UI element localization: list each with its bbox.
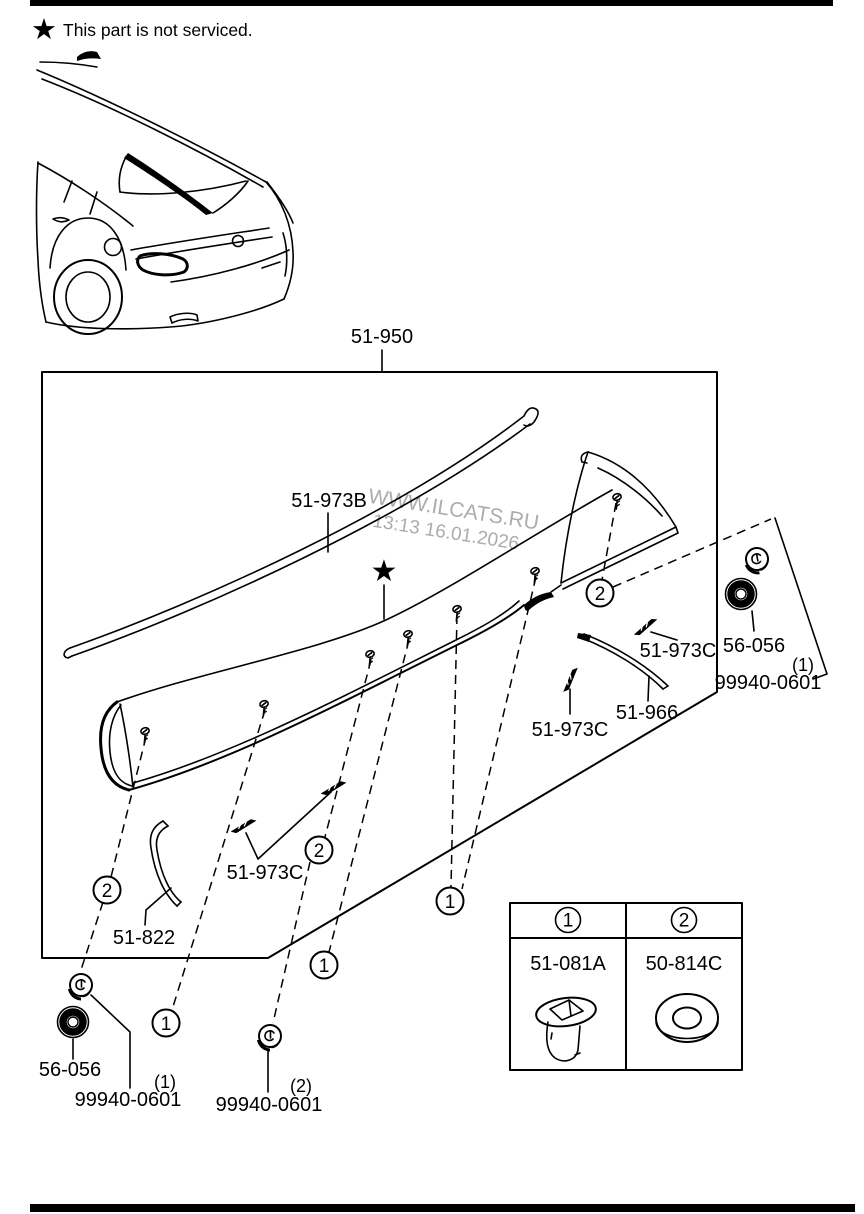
watermark: WWW.ILCATS.RU 13:13 16.01.2026 [367,485,541,555]
part-molding-51-966 [577,633,669,690]
callout-1: 1 [445,892,456,913]
notice-star-icon: ★ [31,12,57,46]
diagram-frame [41,371,718,959]
part-molding-51-822 [149,820,182,907]
part-label-56-056-right[interactable]: 56-056 [723,635,785,657]
part-label-51-081A[interactable]: 51-081A [530,953,606,975]
callout-2: 2 [102,881,113,902]
callout-1: 1 [161,1014,172,1035]
grommet-icon [58,1007,89,1038]
part-label-99940-0601-mid[interactable]: 99940-0601 [216,1094,323,1116]
fastener-assembly-right [726,517,828,680]
legend-callout-2: 2 [679,911,690,932]
part-label-51-973B[interactable]: 51-973B [291,490,367,512]
screw-icon [611,492,625,510]
fastener-assembly-mid [256,1024,282,1093]
part-label-51-973C-left[interactable]: 51-973C [227,862,304,884]
part-label-51-973C-right[interactable]: 51-973C [640,640,717,662]
part-label-99940-0601-left[interactable]: 99940-0601 [75,1089,182,1111]
leader-51-822 [144,887,172,926]
part-end-cap [560,451,679,590]
part-label-51-973C-mid[interactable]: 51-973C [532,719,609,741]
notice-text: This part is not serviced. [63,20,253,40]
screw-icon [139,726,153,744]
fastener-assembly-left [58,973,131,1089]
leader-51-966 [647,675,650,702]
callout-circles: 2 2 2 1 1 1 [92,578,615,1038]
legend-table: 1 2 51-081A 50-814C [509,902,743,1071]
screw-icon [451,604,465,622]
legend-clip-icon [535,996,597,1062]
leader-clip-left [245,791,332,860]
car-illustration [35,51,294,335]
part-label-51-822[interactable]: 51-822 [113,927,175,949]
part-label-50-814C[interactable]: 50-814C [646,953,723,975]
grommet-icon [726,579,757,610]
pushpin-icon [256,1024,282,1053]
callout-2: 2 [314,841,325,862]
bottom-rule [30,1204,855,1212]
part-label-99940-0601-right[interactable]: 99940-0601 [715,672,822,694]
qty-right: (1) [792,655,814,675]
qty-mid: (2) [290,1076,312,1096]
clip-icon [229,818,258,834]
legend-grommet-icon [655,993,719,1043]
screw-icon [529,566,543,584]
screw-icon [402,629,416,647]
qty-left: (1) [154,1072,176,1092]
clip-icon [319,780,348,796]
screw-icon [258,699,272,717]
callout-2: 2 [595,584,606,605]
callout-1: 1 [319,956,330,977]
leader-clip-right [650,631,678,641]
top-rule [30,0,833,6]
screw-icon [364,649,378,667]
legend-callout-1: 1 [563,911,574,932]
not-serviced-star-icon: ★ [371,554,398,589]
part-label-56-056-left[interactable]: 56-056 [39,1059,101,1081]
part-spoiler-body [99,489,613,792]
pushpin-icon [67,973,93,1002]
part-label-51-950[interactable]: 51-950 [351,326,413,348]
pushpin-icon [741,545,772,578]
fastener-dash-leaders [79,502,772,1024]
part-strip-51-973B [63,407,539,659]
part-label-51-966[interactable]: 51-966 [616,702,678,724]
